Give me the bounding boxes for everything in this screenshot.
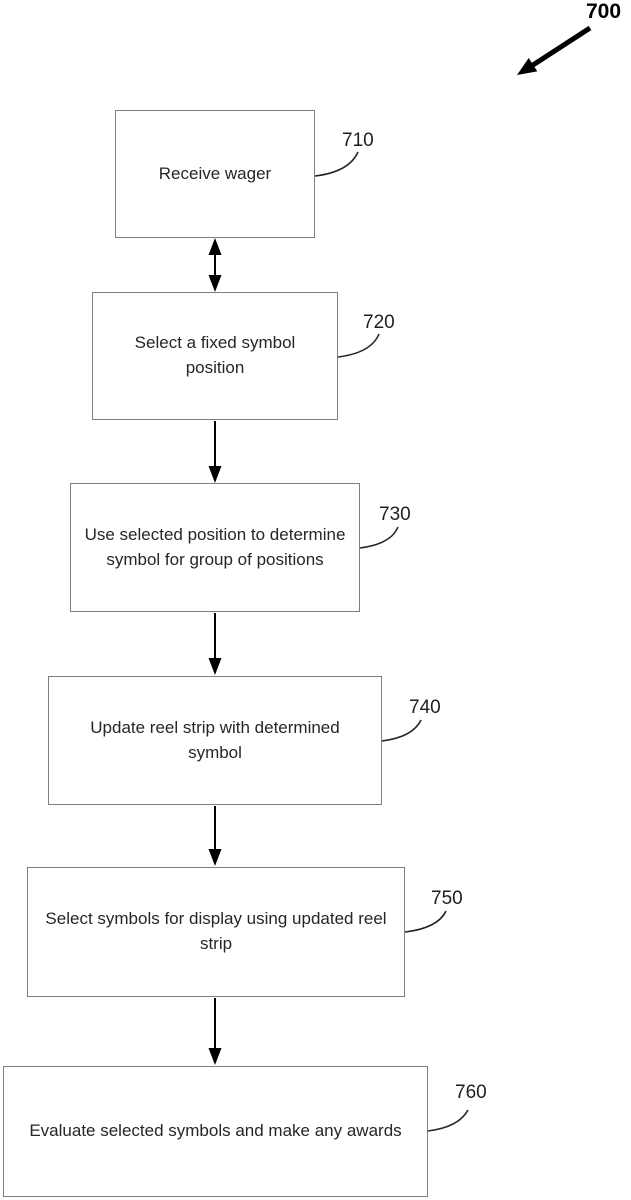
leader-line-740 [381,719,422,742]
leader-line-750 [404,910,447,933]
figure-ref-label: 700 [586,0,622,23]
flow-box-text: Update reel strip with determined symbol [90,717,340,762]
ref-label-760: 760 [455,1082,487,1103]
flow-arrow-710-720 [208,238,222,292]
figure-pointer-arrow [517,25,592,75]
flow-arrow-720-730 [208,421,222,483]
ref-label-720: 720 [363,312,395,333]
ref-label-730: 730 [379,504,411,525]
flow-box-select-fixed-symbol-position: Select a fixed symbol position [92,292,338,420]
flow-box-receive-wager: Receive wager [115,110,315,238]
flow-arrow-730-740 [208,613,222,675]
ref-label-710: 710 [342,130,374,151]
flow-box-evaluate-symbols: Evaluate selected symbols and make any a… [3,1066,428,1197]
ref-label-740: 740 [409,697,441,718]
ref-label-750: 750 [431,888,463,909]
flow-box-text: Receive wager [158,163,272,183]
flow-arrow-740-750 [208,806,222,866]
leader-line-730 [359,526,399,549]
leader-line-710 [314,151,359,177]
flow-arrow-750-760 [208,998,222,1065]
flow-box-text: Select symbols for display using updated… [45,909,387,953]
leader-line-760 [427,1109,469,1132]
flow-box-select-symbols-for-display: Select symbols for display using updated… [27,867,405,997]
flow-box-text: Select a fixed symbol position [134,333,296,377]
flow-box-text: Use selected position to determine symbo… [84,524,346,569]
flow-box-use-selected-position: Use selected position to determine symbo… [70,483,360,612]
flow-box-text: Evaluate selected symbols and make any a… [29,1121,402,1141]
leader-line-720 [337,333,380,358]
flow-box-update-reel-strip: Update reel strip with determined symbol [48,676,382,805]
